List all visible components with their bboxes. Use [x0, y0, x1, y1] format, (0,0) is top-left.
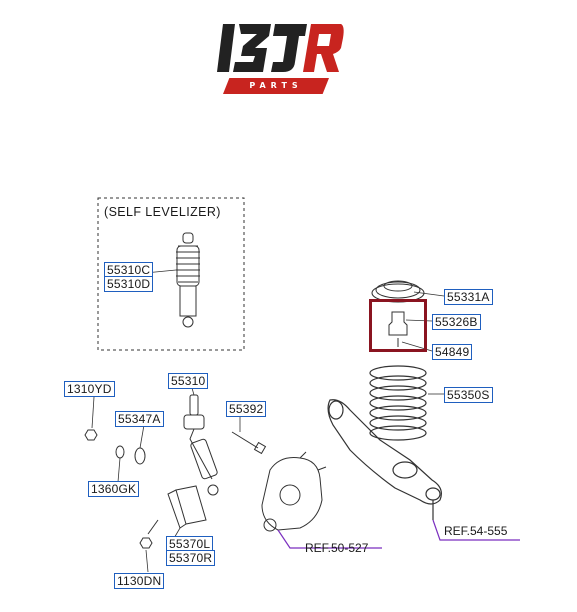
brand-logo-subtitle: PARTS — [223, 78, 329, 94]
part-label-55331a[interactable]: 55331A — [444, 289, 493, 305]
ref-link-knuckle[interactable]: REF.50-527 — [305, 541, 369, 555]
nut-1310yd-drawing — [84, 429, 98, 441]
brand-logo — [217, 24, 344, 72]
part-label-1130dn[interactable]: 1130DN — [114, 573, 165, 589]
part-label-55326b[interactable]: 55326B — [432, 314, 481, 330]
part-label-55310[interactable]: 55310 — [168, 373, 209, 389]
inset-dashed-box — [97, 197, 245, 351]
self-levelizer-shock-drawing — [176, 232, 200, 328]
part-label-1360gk[interactable]: 1360GK — [88, 481, 140, 497]
inset-title: (SELF LEVELIZER) — [104, 205, 221, 219]
bracket-drawing — [167, 485, 207, 529]
bolt-1130dn-drawing — [139, 519, 159, 549]
gasket-1360gk-drawing — [115, 445, 125, 459]
bolt-drawing — [231, 431, 267, 455]
coil-spring-drawing — [369, 365, 427, 441]
part-label-55310d[interactable]: 55310D — [104, 276, 154, 292]
rear-shock-drawing — [183, 394, 219, 496]
part-label-55392[interactable]: 55392 — [226, 401, 267, 417]
knuckle-drawing — [261, 451, 327, 532]
part-label-1310yd[interactable]: 1310YD — [64, 381, 115, 397]
ref-arrows — [277, 519, 520, 549]
bump-stopper-drawing — [388, 311, 408, 347]
lower-arm-drawing — [327, 399, 442, 520]
part-label-55350s[interactable]: 55350S — [444, 387, 493, 403]
part-label-55370r[interactable]: 55370R — [166, 550, 216, 566]
part-label-55347a[interactable]: 55347A — [115, 411, 164, 427]
washer-55347a-drawing — [134, 447, 146, 465]
ref-link-lower-arm[interactable]: REF.54-555 — [444, 524, 508, 538]
highlighted-part-frame — [369, 299, 427, 352]
part-label-54849[interactable]: 54849 — [432, 344, 473, 360]
